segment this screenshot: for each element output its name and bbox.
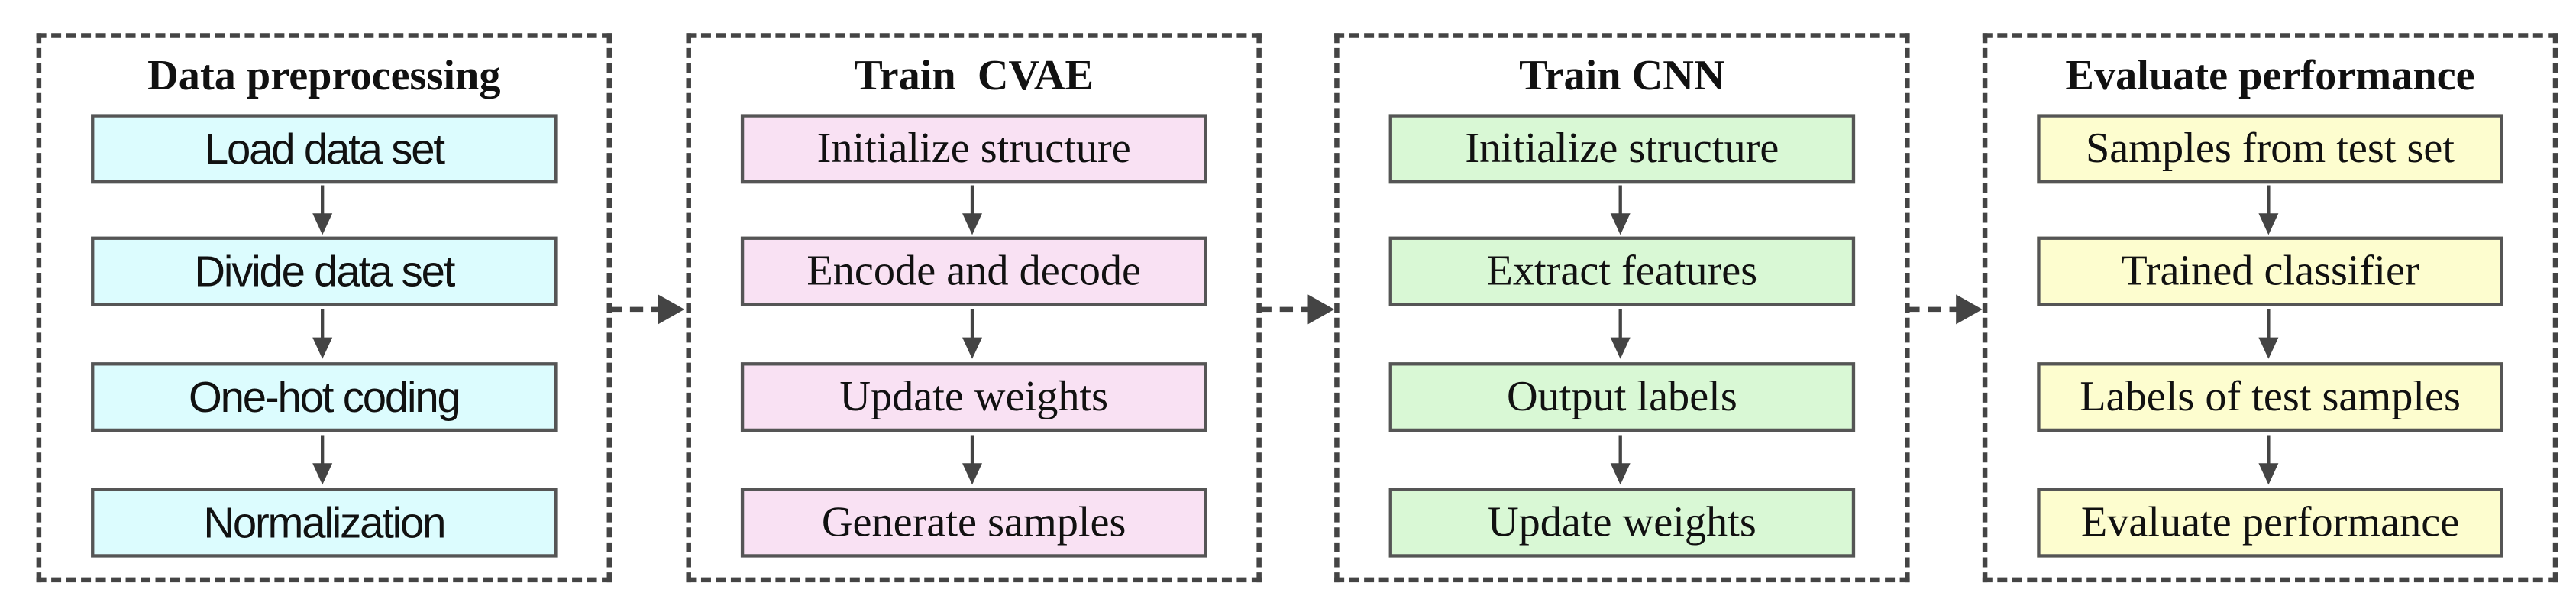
step-labels-of-test-samples: Labels of test samples — [2037, 362, 2503, 432]
step-trained-classifier: Trained classifier — [2037, 236, 2503, 306]
step-divide-data-set: Divide data set — [91, 236, 558, 306]
stage-title: Evaluate performance — [2065, 51, 2475, 99]
step-load-data-set: Load data set — [91, 114, 558, 184]
down-arrow — [1610, 309, 1631, 359]
step-generate-samples: Generate samples — [740, 488, 1207, 558]
step-normalization: Normalization — [91, 488, 558, 558]
step-evaluate-performance: Evaluate performance — [2037, 488, 2503, 558]
stage-connector-arrow — [608, 294, 685, 325]
down-arrow — [312, 185, 333, 235]
down-arrow — [1610, 435, 1631, 485]
stage-title: Data preprocessing — [147, 51, 501, 99]
step-encode-and-decode: Encode and decode — [740, 236, 1207, 306]
stage-evaluate-performance: Evaluate performance Samples from test s… — [1982, 33, 2558, 583]
step-extract-features: Extract features — [1388, 236, 1856, 306]
stage-title: Train CNN — [1519, 51, 1725, 99]
stage-data-preprocessing: Data preprocessing Load data set Divide … — [36, 33, 612, 583]
down-arrow — [962, 185, 983, 235]
step-samples-from-test-set: Samples from test set — [2037, 114, 2503, 184]
stage-connector-arrow — [1906, 294, 1983, 325]
down-arrow — [2258, 309, 2279, 359]
down-arrow — [962, 435, 983, 485]
step-initialize-structure: Initialize structure — [1388, 114, 1856, 184]
down-arrow — [2258, 185, 2279, 235]
step-one-hot-coding: One-hot coding — [91, 362, 558, 432]
step-update-weights: Update weights — [1388, 488, 1856, 558]
down-arrow — [312, 309, 333, 359]
stage-connector-arrow — [1258, 294, 1335, 325]
stage-train-cnn: Train CNN Initialize structure Extract f… — [1334, 33, 1910, 583]
down-arrow — [312, 435, 333, 485]
step-initialize-structure: Initialize structure — [740, 114, 1207, 184]
step-update-weights: Update weights — [740, 362, 1207, 432]
down-arrow — [2258, 435, 2279, 485]
down-arrow — [1610, 185, 1631, 235]
down-arrow — [962, 309, 983, 359]
step-output-labels: Output labels — [1388, 362, 1856, 432]
stage-train-cvae: Train CVAE Initialize structure Encode a… — [686, 33, 1262, 583]
stage-title: Train CVAE — [854, 51, 1094, 99]
